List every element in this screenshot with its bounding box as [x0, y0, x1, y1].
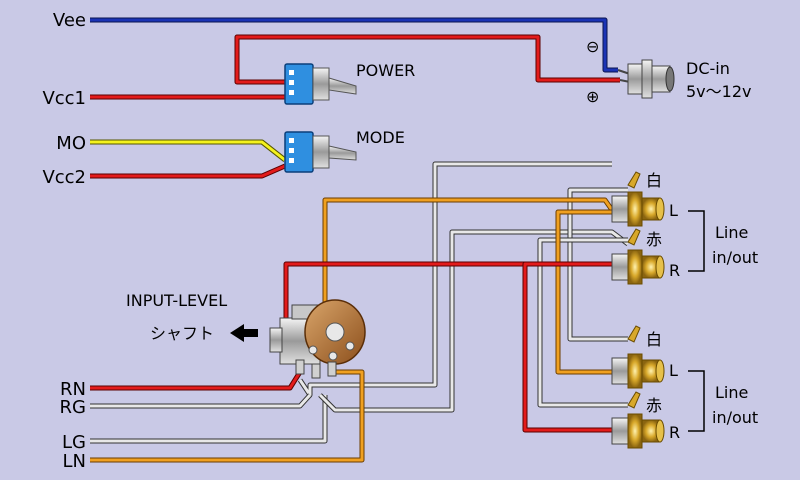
power-switch: POWER	[284, 61, 415, 105]
pot-label: INPUT-LEVEL	[126, 291, 227, 310]
jack-top-r-label: R	[669, 261, 680, 280]
terminal-lg: LG	[62, 432, 86, 453]
top-bracket	[688, 210, 705, 272]
jack-bottom-red-label: 赤	[646, 396, 662, 415]
dc-minus: ⊖	[586, 37, 599, 56]
dc-plus: ⊕	[586, 87, 599, 106]
jack-bottom-group-line: Line	[715, 383, 748, 402]
jack-bottom-r-label: R	[669, 423, 680, 442]
terminal-mo: MO	[56, 133, 86, 154]
terminal-vcc1: Vcc1	[42, 88, 86, 109]
jack-top-red-label: 赤	[646, 230, 662, 249]
potentiometer: INPUT-LEVEL シャフト	[126, 291, 366, 379]
mode-switch-label: MODE	[356, 128, 405, 147]
jack-bottom-group-inout: in/out	[712, 408, 758, 427]
jack-top-group-inout: in/out	[712, 248, 758, 267]
terminal-vcc2: Vcc2	[42, 167, 86, 188]
rca-jack-bottom-white	[611, 325, 665, 389]
wire-mo	[90, 139, 287, 162]
terminal-rn: RN	[60, 379, 86, 400]
power-switch-label: POWER	[356, 61, 415, 80]
terminal-rg: RG	[60, 397, 86, 418]
dc-voltage-label: 5v～12v	[686, 82, 751, 101]
wire-vcc2	[90, 163, 286, 179]
rca-jack-bottom-red	[611, 391, 665, 449]
shaft-arrow-icon	[230, 324, 258, 342]
jack-bottom-white-label: 白	[646, 330, 662, 349]
bottom-bracket	[688, 370, 705, 432]
jack-bottom-l-label: L	[669, 361, 678, 380]
wire-orange-set	[90, 197, 615, 463]
rca-jack-top-red	[611, 228, 665, 285]
jack-top-l-label: L	[669, 201, 678, 220]
wire-ground-set	[90, 161, 630, 444]
mode-switch: MODE	[284, 128, 405, 173]
wire-vee	[90, 17, 618, 73]
terminal-vee: Vee	[53, 10, 86, 31]
dc-jack: ⊖ ⊕ DC-in 5v～12v	[586, 37, 751, 106]
wire-power-red	[234, 34, 620, 85]
terminal-ln: LN	[63, 451, 87, 472]
jack-top-white-label: 白	[646, 171, 662, 190]
rca-jack-top-white	[611, 171, 665, 227]
dc-jack-label: DC-in	[686, 59, 730, 78]
jack-top-group-line: Line	[715, 223, 748, 242]
pot-shaft-label: シャフト	[150, 324, 214, 343]
